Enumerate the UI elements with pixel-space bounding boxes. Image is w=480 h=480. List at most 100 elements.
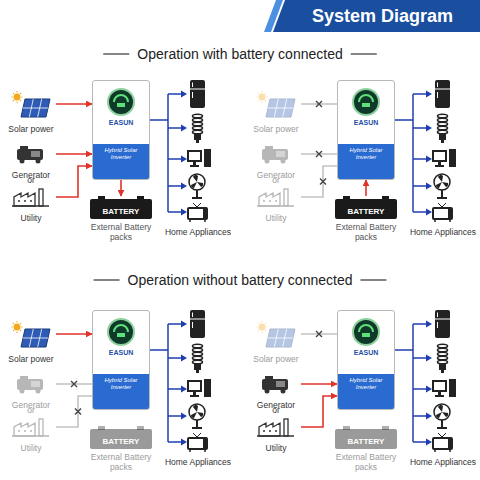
- inverter-display: [351, 317, 381, 347]
- solar-panel-icon: [256, 320, 296, 348]
- icon-holder: [6, 320, 56, 348]
- battery-label: BATTERY: [103, 207, 140, 216]
- battery-caption: External Battery packs: [90, 452, 152, 472]
- label-row: Solar power: [6, 118, 56, 136]
- cut-mark: [316, 101, 322, 107]
- power-line: [56, 333, 92, 335]
- power-line: [301, 166, 337, 197]
- icon-holder: [251, 187, 301, 207]
- utility-source: Utility: [251, 187, 301, 225]
- power-line: [301, 396, 337, 427]
- brand-logo: EASUN: [93, 119, 149, 127]
- label-row: Utility: [6, 437, 56, 455]
- power-line: [365, 180, 367, 196]
- label-row: Solar power: [6, 348, 56, 366]
- title-banner: [273, 0, 480, 32]
- appliance-icons: [150, 310, 211, 452]
- icon-holder: [251, 374, 301, 394]
- source-label: Utility: [266, 443, 287, 453]
- inverter-display: [106, 317, 136, 347]
- battery-label: BATTERY: [348, 437, 385, 446]
- header-dash: [94, 279, 120, 280]
- group-caption: Home Appliances: [163, 227, 233, 237]
- icon-holder: [251, 144, 301, 164]
- battery-pack: BATTERYExternal Battery packs: [335, 426, 397, 472]
- utility-icon: [11, 187, 51, 207]
- appliance-icons: [395, 310, 456, 452]
- header-dash: [351, 53, 377, 54]
- group-caption: Home Appliances: [408, 227, 478, 237]
- label-row: Utility: [251, 437, 301, 455]
- battery-pack: BATTERYExternal Battery packs: [90, 196, 152, 242]
- power-line: [120, 180, 122, 196]
- solar-source: Solar power: [6, 90, 56, 136]
- utility-icon: [11, 417, 51, 437]
- header-dash: [103, 53, 129, 54]
- icon-holder: [6, 187, 56, 207]
- source-label: Solar power: [8, 124, 53, 134]
- source-label: Utility: [266, 213, 287, 223]
- icon-holder: [6, 374, 56, 394]
- hybrid-inverter: EASUN Hybrid Solar Inverter: [92, 80, 150, 180]
- or-label: or: [6, 405, 56, 415]
- source-label: Solar power: [8, 354, 53, 364]
- generator-icon: [14, 144, 48, 164]
- hybrid-inverter: EASUN Hybrid Solar Inverter: [92, 310, 150, 410]
- group-caption: Home Appliances: [408, 457, 478, 467]
- utility-source: Utility: [6, 417, 56, 455]
- utility-source: Utility: [6, 187, 56, 225]
- cut-mark: [320, 179, 326, 185]
- model-name: Hybrid Solar Inverter: [338, 147, 394, 161]
- battery-shape: BATTERY: [90, 199, 152, 219]
- battery-terminals: [90, 196, 152, 200]
- model-name: Hybrid Solar Inverter: [93, 377, 149, 391]
- or-label: or: [6, 175, 56, 185]
- group-caption: Home Appliances: [163, 457, 233, 467]
- cut-mark: [71, 381, 77, 387]
- icon-holder: [251, 90, 301, 118]
- power-line: [56, 396, 92, 427]
- or-label: or: [251, 175, 301, 185]
- cut-mark: [75, 409, 81, 415]
- appliance-icons: [150, 80, 211, 222]
- solar-source: Solar power: [251, 320, 301, 366]
- battery-label: BATTERY: [103, 437, 140, 446]
- solar-panel-icon: [11, 320, 51, 348]
- battery-terminals: [90, 426, 152, 430]
- header-dash: [360, 279, 386, 280]
- section-heading: Operation with battery connected: [137, 46, 342, 62]
- source-label: Utility: [21, 213, 42, 223]
- generator-icon: [14, 374, 48, 394]
- model-name: Hybrid Solar Inverter: [93, 147, 149, 161]
- hybrid-inverter: EASUNHybrid Solar Inverter: [337, 80, 395, 180]
- icon-holder: [251, 320, 301, 348]
- source-label: Solar power: [253, 354, 298, 364]
- icon-holder: [251, 417, 301, 437]
- or-label: or: [251, 405, 301, 415]
- power-line: [56, 166, 92, 197]
- brand-logo: EASUN: [338, 349, 394, 357]
- battery-shape: BATTERY: [90, 429, 152, 449]
- generator-icon: [259, 144, 293, 164]
- diagram-title: System Diagram: [290, 5, 475, 27]
- icon-holder: [6, 144, 56, 164]
- label-row: Utility: [6, 207, 56, 225]
- brand-logo: EASUN: [93, 349, 149, 357]
- power-line: [56, 153, 92, 155]
- source-label: Utility: [21, 443, 42, 453]
- icon-holder: [6, 90, 56, 118]
- power-line: [56, 103, 92, 105]
- inverter-display: [106, 87, 136, 117]
- cut-mark: [316, 151, 322, 157]
- solar-panel-icon: [11, 90, 51, 118]
- utility-icon: [256, 187, 296, 207]
- battery-shape: BATTERY: [335, 429, 397, 449]
- inverter-display: [351, 87, 381, 117]
- utility-icon: [256, 417, 296, 437]
- battery-label: BATTERY: [348, 207, 385, 216]
- battery-caption: External Battery packs: [335, 222, 397, 242]
- solar-panel-icon: [256, 90, 296, 118]
- battery-terminals: [335, 426, 397, 430]
- label-row: Utility: [251, 207, 301, 225]
